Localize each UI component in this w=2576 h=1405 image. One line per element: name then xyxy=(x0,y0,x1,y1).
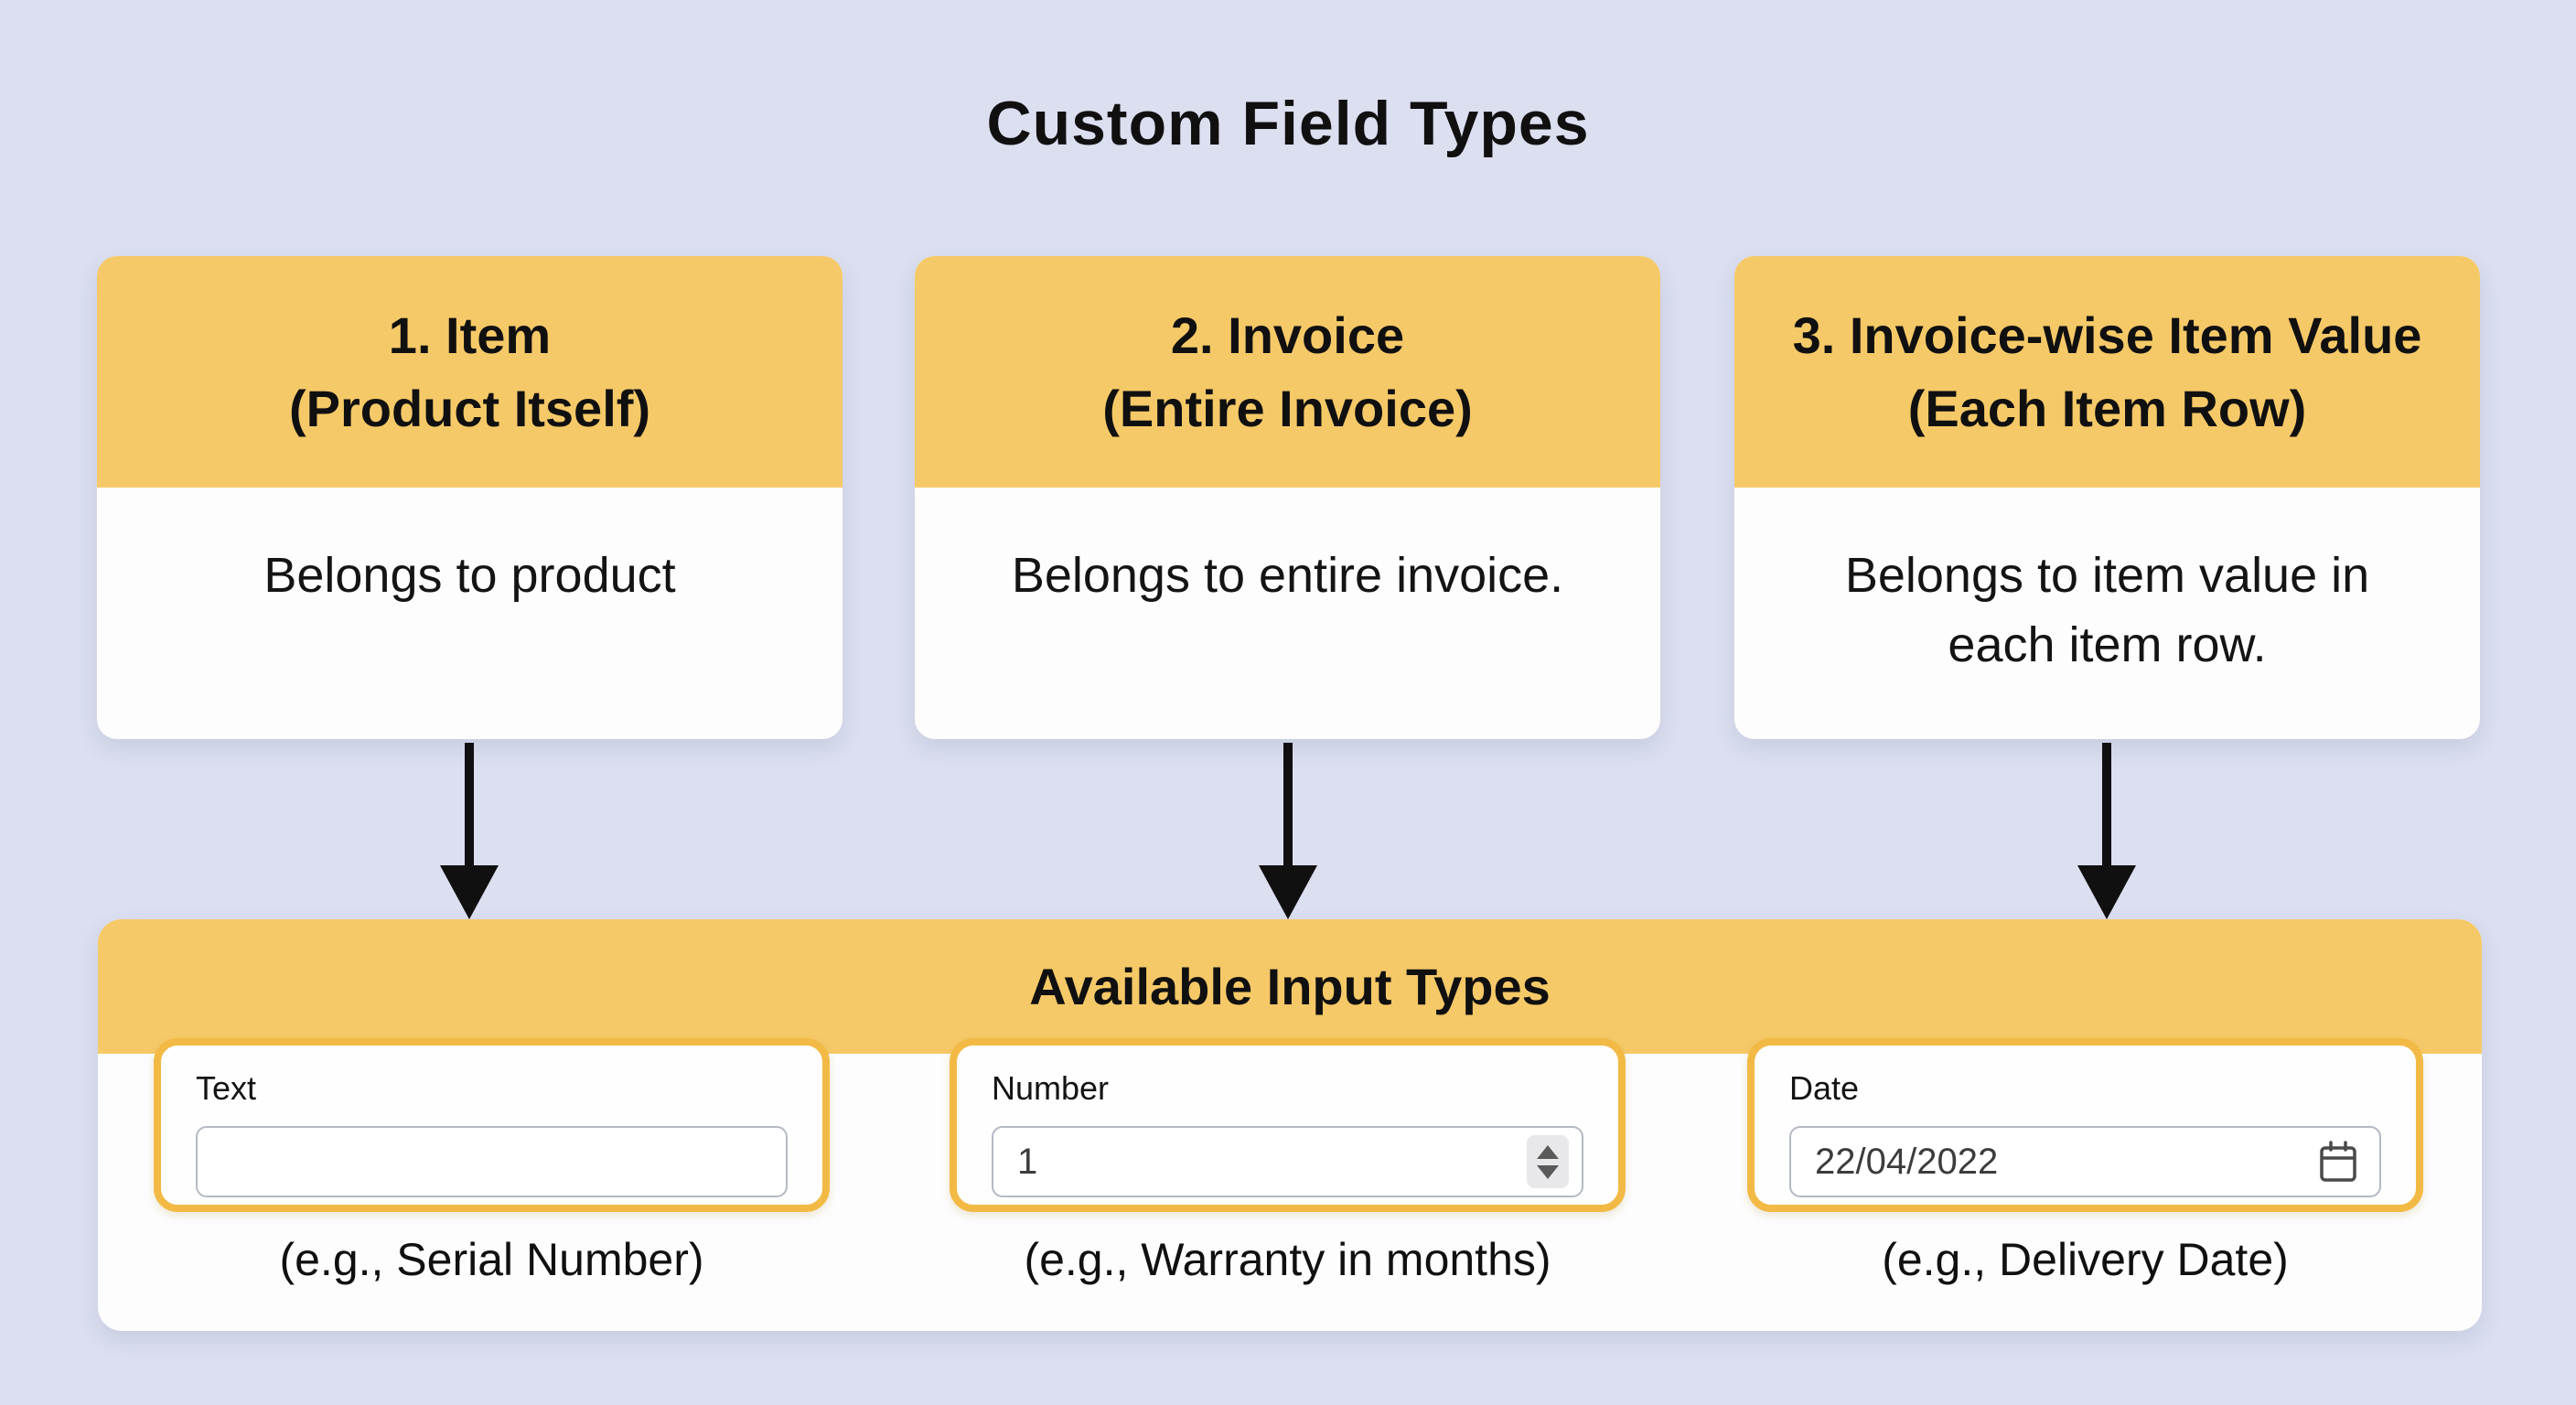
card-item-description: Belongs to product xyxy=(263,548,676,603)
card-invoice-header: 2. Invoice (Entire Invoice) xyxy=(915,256,1660,488)
number-example-caption: (e.g., Warranty in months) xyxy=(1024,1234,1551,1285)
panel-title: Available Input Types xyxy=(98,919,2482,1054)
arrow-shaft xyxy=(465,743,474,869)
date-input-card: Date xyxy=(1747,1038,2423,1212)
card-invoice-wise-header: 3. Invoice-wise Item Value (Each Item Ro… xyxy=(1734,256,2480,488)
connector-arrow-invoice xyxy=(1259,743,1317,919)
card-invoice-wise-item-value: 3. Invoice-wise Item Value (Each Item Ro… xyxy=(1734,256,2480,739)
stepper-down-icon[interactable] xyxy=(1537,1164,1559,1179)
card-invoice-wise-heading-line1: 3. Invoice-wise Item Value xyxy=(1792,306,2422,364)
number-input[interactable] xyxy=(1017,1141,1527,1183)
arrow-head-icon xyxy=(440,865,499,919)
card-item-heading-line1: 1. Item xyxy=(388,306,552,364)
page-title: Custom Field Types xyxy=(986,89,1590,158)
number-input-label: Number xyxy=(992,1069,1110,1107)
connector-arrow-item xyxy=(440,743,499,919)
number-field-frame xyxy=(992,1126,1583,1197)
card-invoice-heading-line2: (Entire Invoice) xyxy=(1102,379,1473,437)
card-invoice-wise-description: Belongs to item value in each item row. xyxy=(1844,548,2370,672)
date-example-caption: (e.g., Delivery Date) xyxy=(1882,1234,2289,1285)
date-input-label: Date xyxy=(1789,1069,1860,1107)
card-invoice: 2. Invoice (Entire Invoice) Belongs to e… xyxy=(915,256,1660,739)
arrow-shaft xyxy=(1283,743,1293,869)
card-invoice-description: Belongs to entire invoice. xyxy=(1011,548,1564,603)
arrow-head-icon xyxy=(2077,865,2136,919)
number-stepper[interactable] xyxy=(1527,1135,1569,1188)
text-field-frame xyxy=(196,1126,788,1197)
calendar-icon[interactable] xyxy=(2317,1139,2359,1185)
text-input-card: Text xyxy=(154,1038,830,1212)
number-input-card: Number xyxy=(950,1038,1626,1212)
card-item: 1. Item (Product Itself) Belongs to prod… xyxy=(97,256,843,739)
connector-arrow-invoice-wise xyxy=(2077,743,2136,919)
arrow-head-icon xyxy=(1259,865,1317,919)
stepper-up-icon[interactable] xyxy=(1537,1144,1559,1159)
date-input[interactable] xyxy=(1815,1141,2317,1183)
text-example-caption: (e.g., Serial Number) xyxy=(279,1234,704,1285)
arrow-shaft xyxy=(2102,743,2111,869)
card-invoice-wise-heading-line2: (Each Item Row) xyxy=(1907,379,2307,437)
card-item-header: 1. Item (Product Itself) xyxy=(97,256,843,488)
text-input-label: Text xyxy=(196,1069,257,1107)
date-field-frame xyxy=(1789,1126,2381,1197)
text-input[interactable] xyxy=(221,1141,773,1183)
card-invoice-heading-line1: 2. Invoice xyxy=(1170,306,1405,364)
card-item-heading-line2: (Product Itself) xyxy=(288,379,651,437)
